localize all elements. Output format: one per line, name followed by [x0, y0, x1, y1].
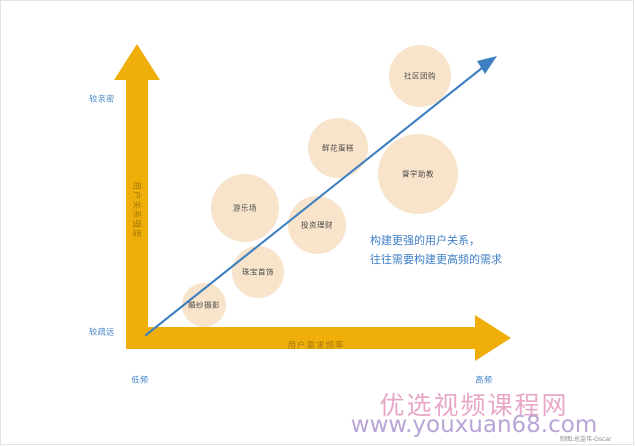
bubble-label-6: 社区团购	[404, 71, 436, 81]
bubble-1	[232, 246, 284, 298]
x-axis-high-label: 高频	[475, 375, 493, 385]
bubble-6	[389, 45, 451, 107]
y-axis-shaft	[126, 72, 148, 349]
bubble-2	[211, 174, 279, 242]
trend-arrow	[144, 56, 497, 337]
bubble-4	[308, 118, 368, 178]
chart-annotation: 构建更强的用户关系， 往往需要构建更高频的需求	[370, 231, 502, 270]
annotation-line-1: 构建更强的用户关系，	[370, 234, 480, 247]
bubble-label-5: 督学助教	[402, 169, 434, 179]
x-axis-shaft	[126, 327, 483, 349]
bubble-label-2: 游乐场	[233, 203, 257, 213]
y-axis-high-label: 较亲密	[89, 94, 115, 104]
bubble-label-1: 珠宝首饰	[242, 267, 274, 277]
y-axis-title: 用户关系强度	[131, 181, 141, 239]
x-axis-title: 用户需求频率	[287, 341, 345, 351]
trend-arrow-head	[477, 56, 497, 74]
watermark-url: www.youxuan68.com	[350, 412, 598, 438]
author-credit: 制图:总监伟-Oscar	[560, 436, 612, 443]
bubble-label-3: 投资理财	[301, 220, 333, 230]
bubble-0	[182, 283, 226, 327]
bubble-label-0: 婚纱摄影	[188, 300, 220, 310]
x-axis-arrowhead	[475, 315, 511, 361]
bubble-5	[378, 134, 458, 214]
bubble-group	[182, 45, 458, 327]
bubble-label-4: 鲜花蛋糕	[322, 143, 354, 153]
annotation-line-2: 往往需要构建更高频的需求	[370, 253, 502, 267]
y-axis-low-label: 较疏远	[89, 327, 115, 337]
axis-arrows	[114, 44, 511, 361]
y-axis-arrowhead	[114, 44, 160, 80]
x-axis-low-label: 低频	[131, 375, 149, 385]
trend-arrow-line	[144, 62, 489, 337]
watermark-brand: 优选视频课程网	[379, 391, 569, 420]
